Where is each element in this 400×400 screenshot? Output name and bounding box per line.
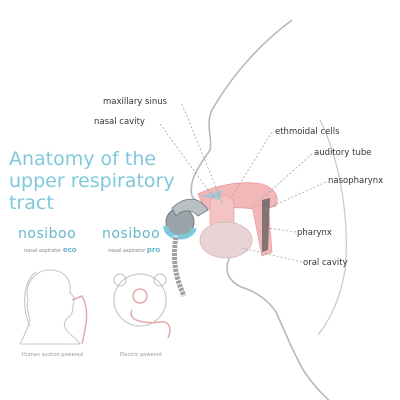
eco-person-silhouette	[19, 269, 81, 345]
title-line-2: upper respiratory	[9, 170, 175, 192]
eco-hair	[24, 271, 37, 327]
label-maxillary-sinus: maxillary sinus	[103, 97, 168, 107]
label-nasal-cavity: nasal cavity	[94, 117, 145, 127]
eco-subtitle: nasal aspirator eco	[24, 246, 77, 254]
tongue-shape	[199, 221, 253, 259]
title-line-1: Anatomy of the	[9, 148, 157, 170]
leader-maxillary-sinus	[181, 103, 223, 203]
eco-brand-logo: nosiboo	[18, 226, 77, 242]
eco-variant: eco	[62, 246, 77, 254]
pro-device-body	[113, 273, 167, 327]
label-nasopharynx: nasopharynx	[328, 176, 384, 186]
leader-nasopharynx	[263, 181, 327, 211]
label-pharynx: pharynx	[297, 228, 332, 238]
pro-subtitle: nasal aspirator pro	[108, 246, 161, 254]
pro-device-ear-left	[113, 273, 127, 287]
title-line-3: tract	[9, 192, 54, 214]
eco-tube	[71, 295, 88, 345]
pro-variant: pro	[146, 246, 161, 254]
head-back-outline	[317, 119, 347, 336]
pro-device-button	[132, 288, 148, 304]
pro-brand-logo: nosiboo	[102, 226, 161, 242]
mucus-accent	[200, 190, 222, 200]
aspirator-tip	[171, 198, 209, 217]
label-ethmoidal-cells: ethmoidal cells	[275, 127, 340, 137]
pro-device-tube	[130, 309, 171, 339]
pro-device-ear-right	[153, 273, 167, 287]
auditory-tube-shape	[262, 198, 270, 252]
eco-caption: Human suction powered	[22, 352, 83, 358]
label-auditory-tube: auditory tube	[314, 148, 372, 158]
label-oral-cavity: oral cavity	[303, 258, 348, 268]
pro-caption: Electric powered	[120, 352, 162, 358]
leader-nasal-cavity	[159, 123, 215, 199]
leader-auditory-tube	[257, 153, 313, 203]
aspirator-blue-band	[163, 225, 197, 240]
leader-ethmoidal-cells	[231, 131, 273, 197]
leader-lines	[159, 103, 327, 263]
leader-pharynx	[267, 227, 297, 233]
